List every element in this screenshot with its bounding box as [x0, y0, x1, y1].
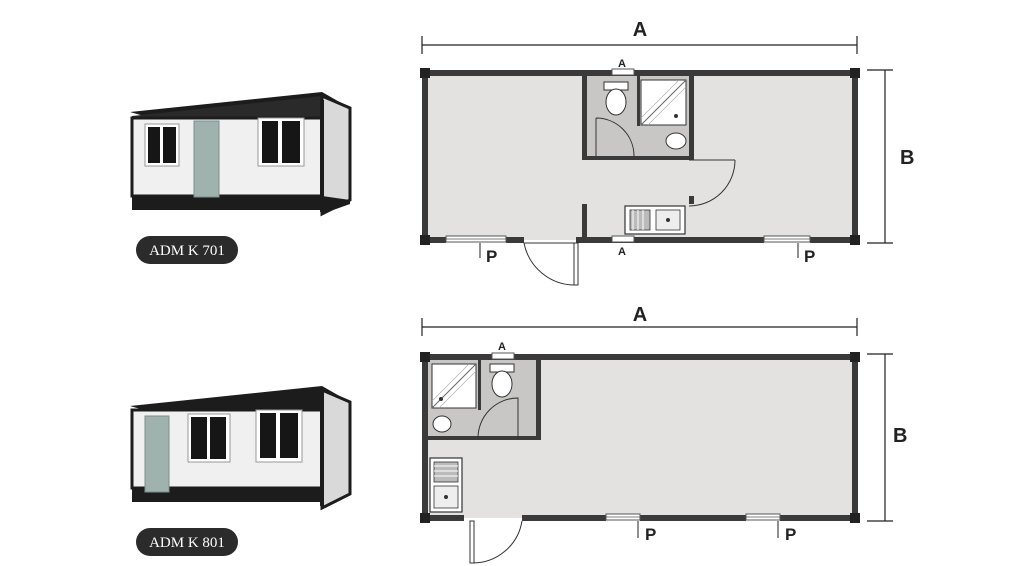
container-illustration-701: [130, 92, 352, 217]
floor-plan-801: P P A: [420, 341, 860, 564]
window-right-701: [763, 235, 811, 243]
model-701: ADM K 701 A B: [130, 19, 914, 286]
model-name-801: ADM K 801: [149, 535, 225, 551]
vent-label-top-701: A: [618, 58, 626, 70]
container-illustration-801: [130, 386, 352, 511]
dimension-b-801: B: [867, 353, 907, 522]
model-badge-801: ADM K 801: [136, 528, 238, 556]
kitchen-sink-icon: [429, 457, 463, 513]
window-label-right-701: P: [804, 247, 815, 266]
floor-plan-701: P P A A: [420, 58, 860, 286]
window-label-left-701: P: [486, 247, 497, 266]
dimension-width-label-701: A: [633, 19, 647, 41]
dimension-b-701: B: [867, 69, 914, 244]
window-left-701: [445, 235, 507, 243]
dimension-a-801: A: [421, 304, 858, 336]
dimension-a-701: A: [421, 19, 858, 54]
bath-sink-icon: [432, 415, 452, 433]
window-right-801: [745, 513, 781, 521]
model-name-701: ADM K 701: [149, 243, 225, 259]
window-left-801: [605, 513, 641, 521]
toilet-icon: [603, 81, 629, 116]
model-badge-701: ADM K 701: [136, 236, 238, 264]
vent-label-bottom-701: A: [618, 246, 626, 258]
model-801: ADM K 801 A B: [130, 304, 907, 564]
dimension-width-label-801: A: [633, 304, 647, 326]
bath-sink-icon: [665, 132, 687, 150]
dimension-height-label-701: B: [900, 147, 914, 169]
shower-icon: [431, 363, 477, 409]
vent-label-top-801: A: [498, 341, 506, 353]
toilet-icon: [489, 363, 515, 398]
dimension-height-label-801: B: [893, 425, 907, 447]
kitchen-sink-icon: [624, 205, 686, 235]
shower-icon: [640, 79, 687, 126]
window-label-left-801: P: [645, 525, 656, 544]
window-label-right-801: P: [785, 525, 796, 544]
